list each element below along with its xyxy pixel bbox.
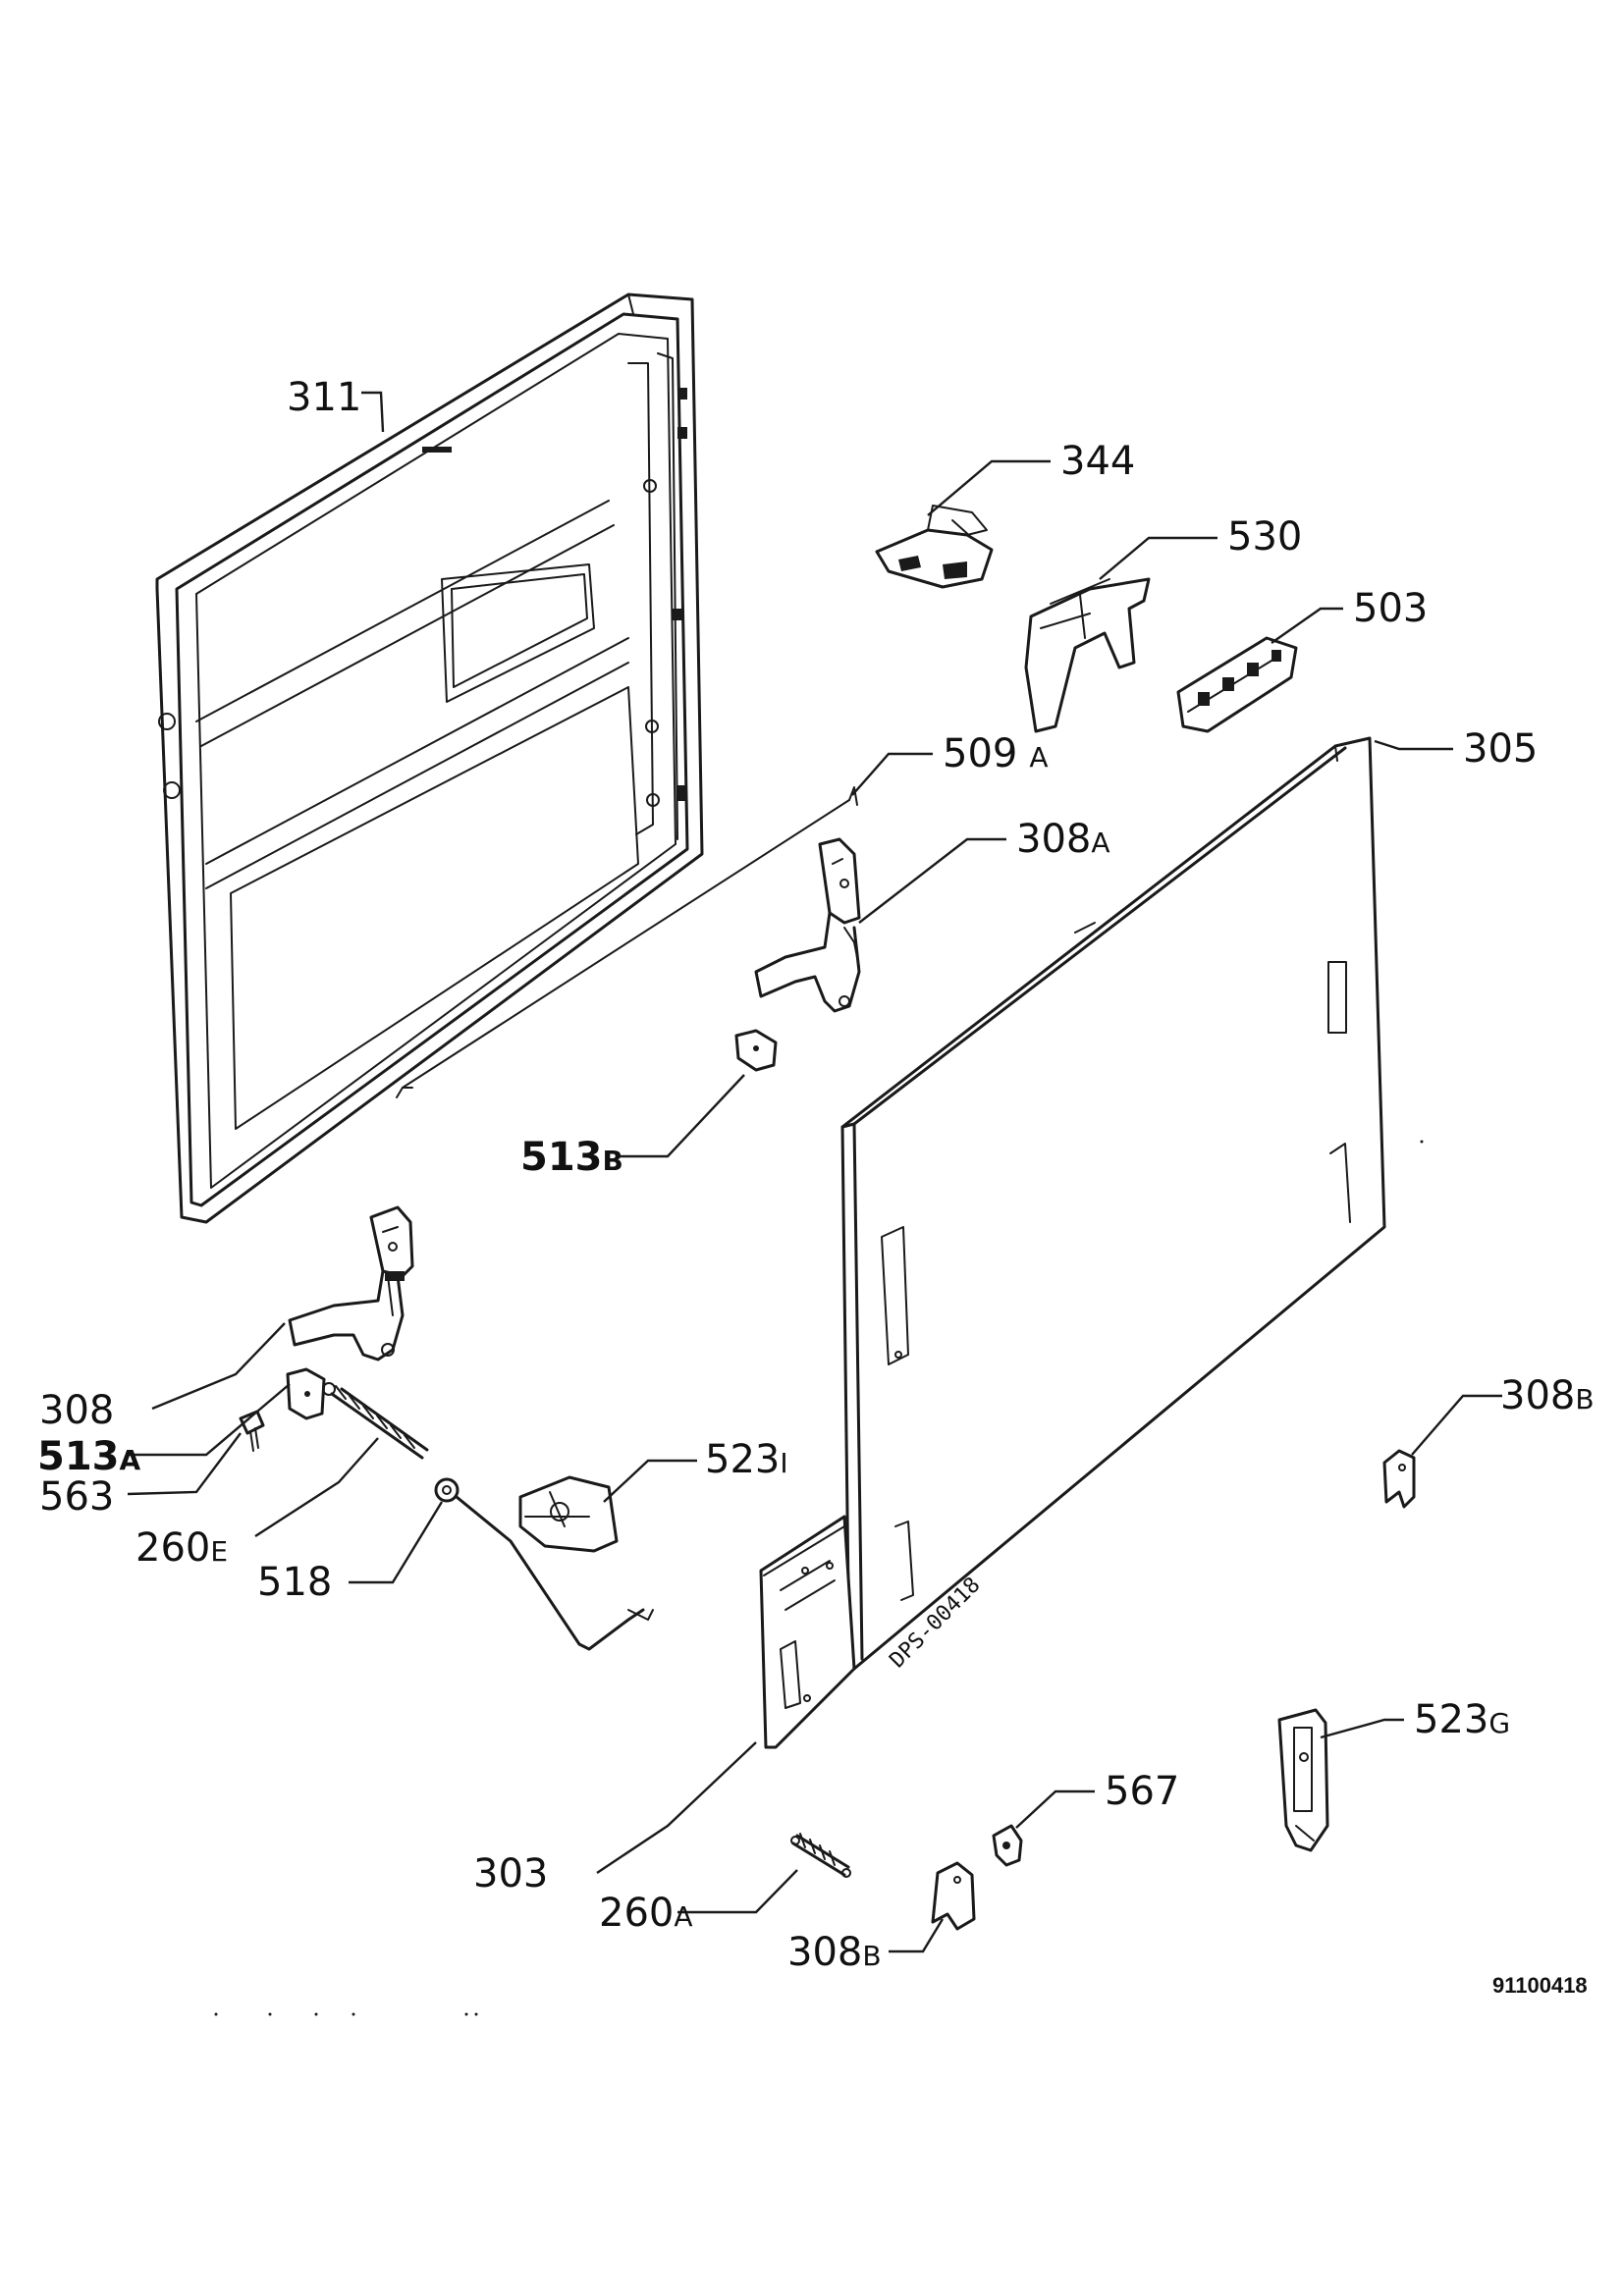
scan-specks [214,1140,1424,2016]
callout-308a: 308A [1016,817,1110,862]
callout-308b-bottom: 308B [787,1930,882,1975]
callout-305: 305 [1463,726,1538,772]
leader-563 [127,1432,242,1496]
leader-344 [927,459,1051,516]
leader-523i [603,1459,697,1503]
callout-260e: 260E [135,1525,228,1571]
leader-308b-bottom [889,1918,945,1953]
leader-567 [1015,1789,1095,1829]
leader-308 [151,1322,286,1411]
callout-513a: 513A [37,1434,141,1479]
leader-513a [128,1383,291,1457]
part-260e-spring [322,1382,429,1460]
leader-518 [349,1501,444,1584]
callout-523g: 523G [1414,1697,1510,1742]
callout-523i: 523I [705,1437,788,1482]
callout-260a: 260A [599,1891,693,1936]
part-523g [1277,1708,1329,1852]
leader-303 [596,1741,757,1874]
part-308a-hinge [754,837,861,1013]
part-563-screw [239,1410,265,1452]
callout-308b-right: 308B [1500,1373,1595,1418]
leader-311 [361,391,385,433]
leader-513b [619,1074,745,1158]
leader-lines [127,391,1502,1953]
callout-308: 308 [39,1388,114,1433]
part-530 [1024,577,1151,733]
callout-567: 567 [1105,1769,1179,1814]
callout-344: 344 [1060,439,1135,484]
leader-503 [1271,607,1343,644]
leader-305 [1374,739,1453,751]
document-number: 91100418 [1492,1973,1588,1998]
callout-513b: 513B [520,1135,623,1180]
callout-530: 530 [1227,514,1302,560]
part-303-lower-plate [759,1515,856,1749]
part-305-outer-panel [840,736,1386,1671]
leader-308a [858,837,1006,924]
part-311-inner-door [155,293,704,1224]
leader-530 [1099,536,1217,580]
part-308-hinge [288,1205,414,1362]
callout-303: 303 [473,1851,548,1896]
part-344 [875,505,994,589]
leader-523g [1320,1718,1404,1739]
part-523i [518,1475,619,1553]
callout-563: 563 [39,1474,114,1520]
part-567 [992,1824,1023,1867]
leader-308b-right [1411,1394,1502,1456]
part-308b-right [1382,1449,1416,1509]
part-509a-rod [396,786,858,1098]
leader-260e [254,1437,379,1538]
part-503 [1176,636,1298,733]
leader-509a [851,752,933,796]
part-513a [286,1367,326,1420]
part-518-cable [434,1477,654,1651]
part-513b [734,1029,778,1072]
callout-503: 503 [1353,586,1428,631]
callout-311: 311 [287,375,361,420]
callout-518: 518 [257,1560,332,1605]
part-308b-bottom [931,1861,976,1931]
part-260a-spring [790,1833,851,1878]
leader-260a [677,1869,798,1914]
